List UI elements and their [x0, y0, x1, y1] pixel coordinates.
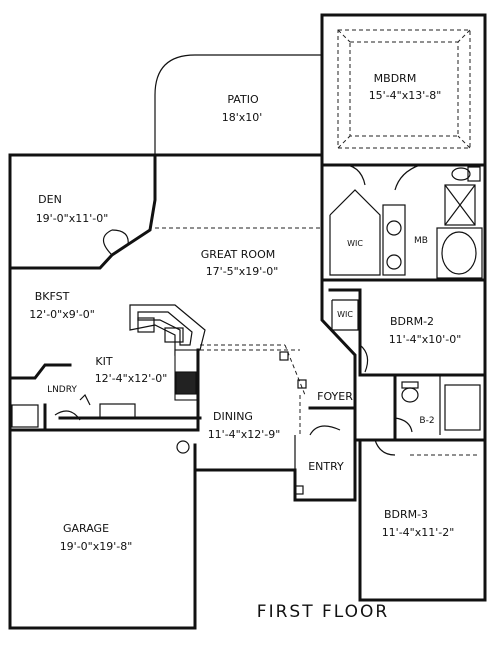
- b2-name: B-2: [419, 416, 434, 426]
- exterior-walls: [8, 13, 487, 630]
- bdrm2-dims: 11'-4"x10'-0": [389, 333, 462, 346]
- master-bedroom-walls: [320, 29, 487, 191]
- dining-walls: [200, 344, 307, 470]
- master-bath-walls: [320, 166, 487, 282]
- kit-dims: 12'-4"x12'-0": [95, 372, 168, 385]
- bkfst-name: BKFST: [35, 290, 70, 303]
- wic1-name: WIC: [347, 239, 363, 248]
- entry-name: ENTRY: [308, 460, 344, 473]
- bdrm2-name: BDRM-2: [390, 315, 434, 328]
- den-name: DEN: [38, 193, 62, 206]
- kitchen-fixtures: [58, 304, 206, 432]
- floor-title: FIRST FLOOR: [257, 602, 389, 622]
- patio-dims: 18'x10': [222, 111, 263, 124]
- garage-name: GARAGE: [63, 522, 109, 535]
- room-labels: MBDRM 15'-4"x13'-8" PATIO 18'x10' DEN 19…: [29, 72, 461, 553]
- bedroom3-walls: [353, 438, 480, 456]
- mb-name: MB: [414, 236, 428, 246]
- foyer-name: FOYER: [317, 390, 353, 403]
- laundry-walls: [8, 363, 91, 432]
- dining-dims: 11'-4"x12'-9": [208, 428, 281, 441]
- great-room-name: GREAT ROOM: [201, 248, 275, 261]
- foyer-entry-walls: [294, 406, 357, 495]
- great-room-boundaries: [155, 227, 322, 346]
- bath2-walls: [393, 373, 487, 442]
- bkfst-dims: 12'-0"x9'-0": [29, 308, 95, 321]
- dining-name: DINING: [213, 410, 253, 423]
- mbdrm-name: MBDRM: [374, 72, 417, 85]
- great-room-dims: 17'-5"x19'-0": [206, 265, 279, 278]
- den-dims: 19'-0"x11'-0": [36, 212, 109, 225]
- mbdrm-dims: 15'-4"x13'-8": [369, 89, 442, 102]
- patio-outline: [154, 54, 322, 155]
- wic2-name: WIC: [337, 310, 353, 319]
- bdrm3-name: BDRM-3: [384, 508, 428, 521]
- den-walls: [8, 153, 157, 270]
- lndry-name: LNDRY: [47, 385, 77, 395]
- bdrm3-dims: 11'-4"x11'-2": [382, 526, 455, 539]
- garage-dims: 19'-0"x19'-8": [60, 540, 133, 553]
- garage-details: [176, 440, 190, 454]
- patio-name: PATIO: [227, 93, 259, 106]
- kit-name: KIT: [95, 355, 112, 368]
